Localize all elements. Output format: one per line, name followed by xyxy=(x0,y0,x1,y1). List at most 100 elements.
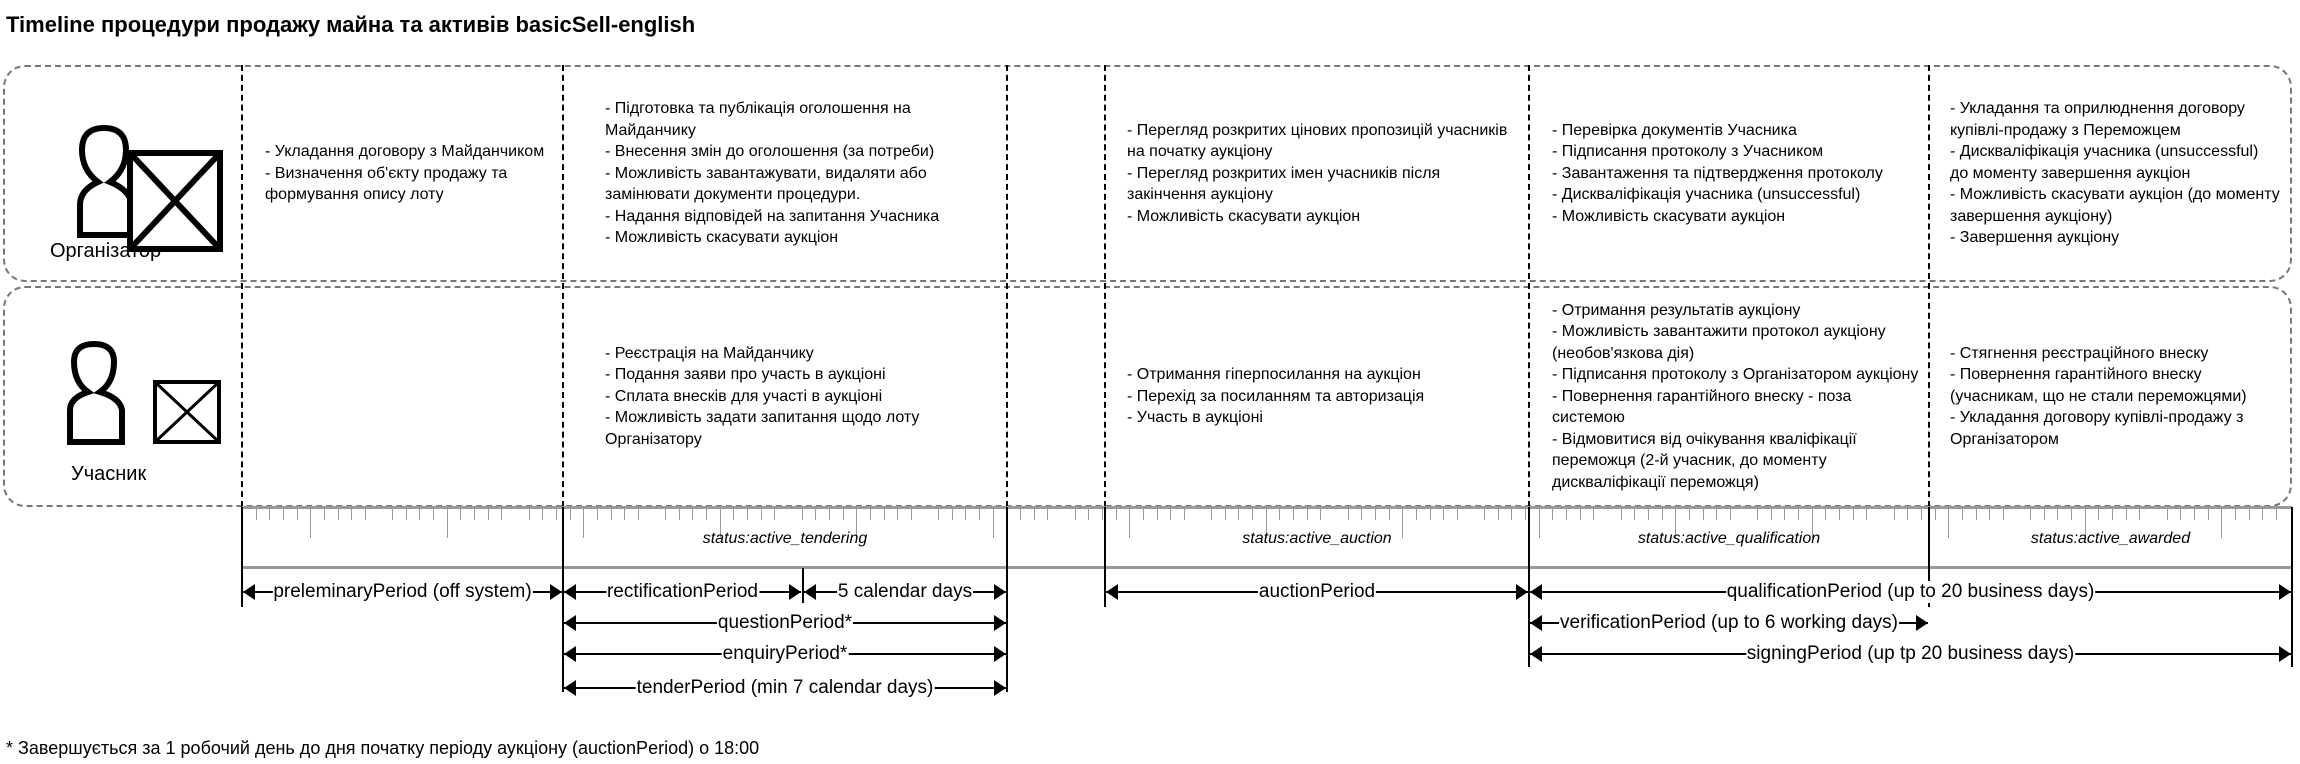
task-item: - Перевірка документів Учасника xyxy=(1552,121,1797,139)
ruler-tick xyxy=(474,508,476,520)
ruler-tick xyxy=(405,508,407,520)
ruler-tick xyxy=(2275,508,2277,520)
task-item: - Підписання протоколу з Учасником xyxy=(1552,143,1824,161)
ruler-tick xyxy=(255,508,257,520)
task-item: - Укладання договору купівлі-продажу з О… xyxy=(1950,409,2244,448)
ruler-tick xyxy=(856,508,858,538)
organizer-awarded-tasks: - Укладання та оприлюднення договору куп… xyxy=(1950,65,2280,282)
ruler-tick xyxy=(1566,508,1568,520)
ruler-tick xyxy=(1688,508,1690,520)
footnote: * Завершується за 1 робочий день до дня … xyxy=(6,738,760,758)
task-item: - Стягнення реєстраційного внеску xyxy=(1950,344,2209,362)
participant-awarded-tasks: - Стягнення реєстраційного внеску- Повер… xyxy=(1950,286,2270,507)
ruler-tick xyxy=(2221,508,2223,538)
ruler-tick xyxy=(1866,508,1868,520)
ruler-tick xyxy=(1088,508,1090,520)
column-divider xyxy=(562,65,564,507)
ruler-tick xyxy=(1033,508,1035,520)
timeline-separator xyxy=(1006,507,1008,692)
ruler-tick xyxy=(842,508,844,520)
ruler-tick xyxy=(596,508,598,520)
ruler-tick xyxy=(2057,508,2059,520)
participant-auction-tasks: - Отримання гіперпосилання на аукціон- П… xyxy=(1127,286,1522,507)
ruler-tick xyxy=(1961,508,1963,520)
task-item: - Дискваліфікація учасника (unsuccessful… xyxy=(1552,186,1861,204)
ruler-tick xyxy=(1115,508,1117,520)
question-period-label: questionPeriod* xyxy=(716,612,854,634)
preliminary-period-arrow: preleminaryPeriod (off system) xyxy=(243,581,562,603)
task-item: - Можливість завантажити протокол аукціо… xyxy=(1552,323,1886,362)
ruler-tick xyxy=(869,508,871,520)
task-item: - Визначення об'єкту продажу та формуван… xyxy=(265,164,508,204)
ruler-tick xyxy=(1047,508,1049,520)
status-active-auction: status:active_auction xyxy=(1242,530,1392,547)
ruler-tick xyxy=(1784,508,1786,520)
ruler-tick xyxy=(1347,508,1349,520)
column-divider xyxy=(1928,65,1930,507)
ruler-tick xyxy=(364,508,366,520)
ruler-tick xyxy=(2098,508,2100,520)
task-item: - Отримання гіперпосилання на аукціон xyxy=(1127,366,1421,384)
ruler-tick xyxy=(528,508,530,520)
ruler-tick xyxy=(1852,508,1854,520)
ruler-tick xyxy=(719,508,721,538)
timeline-separator xyxy=(241,507,243,607)
ruler-tick xyxy=(992,508,994,538)
ruler-tick xyxy=(1893,508,1895,520)
ruler-tick xyxy=(269,508,271,520)
ruler-tick xyxy=(583,508,585,538)
ruler-tick xyxy=(828,508,830,520)
rectification-period-label: rectificationPeriod xyxy=(605,581,760,603)
qualification-period-label: qualificationPeriod (up to 20 business d… xyxy=(1725,581,2096,603)
ruler-tick xyxy=(1989,508,1991,520)
ruler-tick xyxy=(910,508,912,520)
ruler-tick xyxy=(1593,508,1595,520)
ruler-tick xyxy=(979,508,981,520)
ruler-tick xyxy=(1429,508,1431,520)
preliminary-period-label: preleminaryPeriod (off system) xyxy=(272,581,533,603)
ruler-tick xyxy=(1975,508,1977,520)
ruler-tick xyxy=(1716,508,1718,520)
verification-period-arrow: verificationPeriod (up to 6 working days… xyxy=(1530,612,1928,634)
ruler-tick xyxy=(1729,508,1731,520)
task-item: - Сплата внесків для участі в аукціоні xyxy=(605,387,883,405)
enquiry-period-arrow: enquiryPeriod* xyxy=(564,643,1006,665)
ruler-tick xyxy=(965,508,967,520)
ruler-tick xyxy=(2139,508,2141,520)
ruler-tick xyxy=(1156,508,1158,520)
ruler-tick xyxy=(1538,508,1540,538)
qualification-period-arrow: qualificationPeriod (up to 20 business d… xyxy=(1530,581,2291,603)
ruler-tick xyxy=(2193,508,2195,520)
ruler-tick xyxy=(1907,508,1909,520)
organizer-auction-tasks: - Перегляд розкритих цінових пропозицій … xyxy=(1127,65,1522,282)
ruler-tick xyxy=(1129,508,1131,538)
ruler-tick xyxy=(2180,508,2182,520)
ruler-tick xyxy=(951,508,953,520)
status-row-bottom xyxy=(242,566,2292,569)
ruler-tick xyxy=(2207,508,2209,520)
ruler-tick xyxy=(1224,508,1226,520)
task-item: - Можливість скасувати аукціон xyxy=(1127,207,1361,225)
ruler-tick xyxy=(1661,508,1663,520)
column-divider xyxy=(1104,65,1106,507)
ruler-tick xyxy=(938,508,940,520)
ruler-tick xyxy=(351,508,353,520)
five-calendar-days-label: 5 calendar days xyxy=(836,581,974,603)
ruler-tick xyxy=(1920,508,1922,520)
ruler-tick xyxy=(1839,508,1841,520)
signing-period-label: signingPeriod (up tp 20 business days) xyxy=(1745,643,2076,665)
five-calendar-days-arrow: 5 calendar days xyxy=(804,581,1006,603)
task-item: - Підготовка та публікація оголошення на… xyxy=(605,100,911,139)
ruler-tick xyxy=(1579,508,1581,520)
ruler-tick xyxy=(487,508,489,520)
ruler-tick xyxy=(678,508,680,520)
ruler-tick xyxy=(1757,508,1759,520)
organizer-tendering-tasks: - Підготовка та публікація оголошення на… xyxy=(605,65,1000,282)
question-period-arrow: questionPeriod* xyxy=(564,612,1006,634)
status-active-tendering: status:active_tendering xyxy=(702,530,868,547)
ruler-tick xyxy=(296,508,298,520)
ruler-tick xyxy=(1675,508,1677,538)
page-title: Timeline процедури продажу майна та акти… xyxy=(6,12,696,37)
ruler-tick xyxy=(2125,508,2127,520)
ruler-tick xyxy=(1211,508,1213,520)
